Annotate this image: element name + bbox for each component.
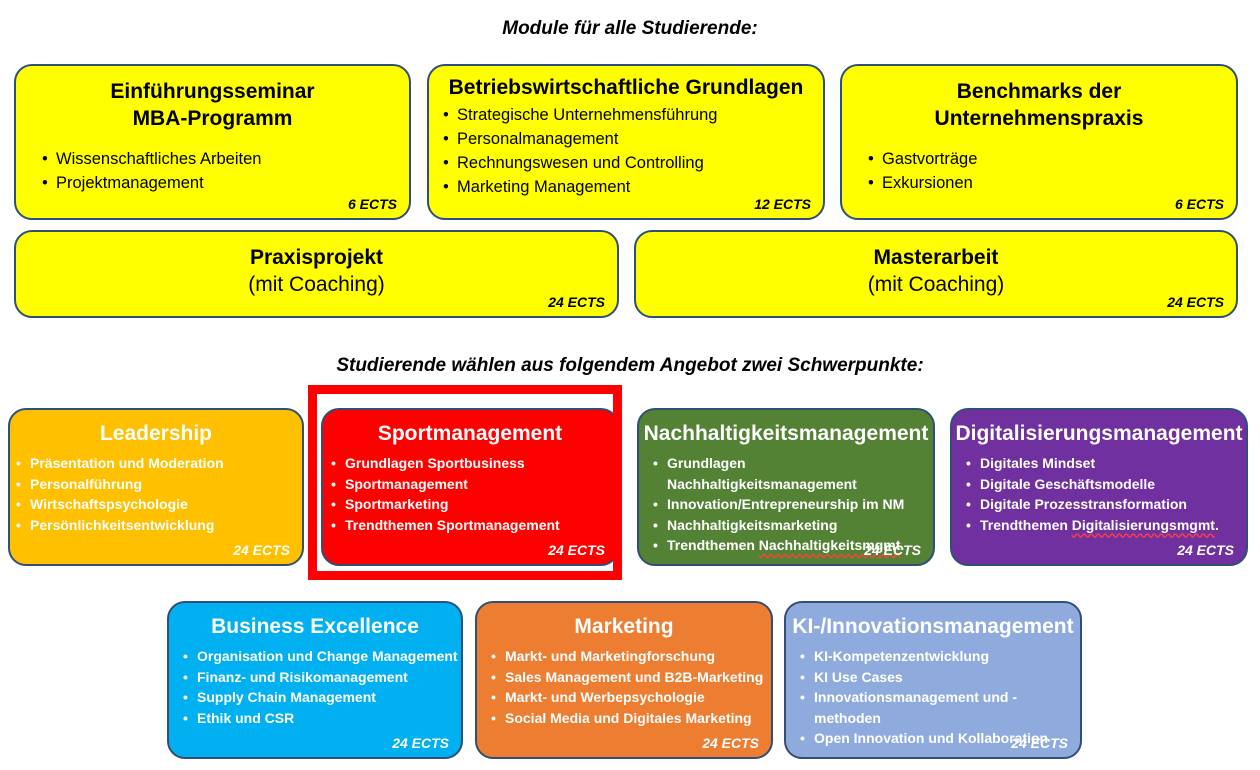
list-item: Trendthemen Nachhaltigkeitsmgmt. [649,535,933,556]
module-title: Nachhaltigkeitsmanagement [643,422,929,445]
module-title: Leadership [99,422,213,445]
list-item: KI Use Cases [796,667,1080,688]
ects-label: 24 ECTS [1167,294,1224,310]
module-benchmarks: Benchmarks der Unternehmenspraxis Gastvo… [840,64,1238,220]
module-masterarbeit: Masterarbeit (mit Coaching) 24 ECTS [634,230,1238,318]
spellcheck-word: Digitalisierungsmgmt [1071,516,1215,533]
focus-digitalisierungsmanagement: Digitalisierungsmanagement Digitales Min… [950,408,1248,566]
list-item: Grundlagen Nachhaltigkeitsmanagement [649,453,933,494]
module-item-list: Organisation und Change Management Finan… [179,646,461,728]
list-item: Strategische Unternehmensführung [439,103,823,127]
module-title: Benchmarks der Unternehmenspraxis [934,80,1144,131]
list-item: Gastvorträge [864,147,1236,171]
focus-modules-heading: Studierende wählen aus folgendem Angebot… [336,355,924,376]
list-item: Personalführung [12,474,302,495]
module-title: Marketing [574,615,674,638]
list-item: Marketing Management [439,175,823,199]
module-item-list: Grundlagen Sportbusiness Sportmanagement… [327,453,617,535]
focus-nachhaltigkeitsmanagement: Nachhaltigkeitsmanagement Grundlagen Nac… [637,408,935,566]
list-item: Digitale Geschäftsmodelle [962,474,1246,495]
list-item: Wissenschaftliches Arbeiten [38,147,409,171]
list-item: Persönlichkeitsentwicklung [12,515,302,536]
module-subtitle: (mit Coaching) [867,273,1005,297]
module-item-list: Digitales Mindset Digitale Geschäftsmode… [962,453,1246,535]
module-item-list: Gastvorträge Exkursionen [864,147,1236,195]
ects-label: 24 ECTS [233,542,290,558]
list-item: Sales Management und B2B-Marketing [487,667,771,688]
list-item: Ethik und CSR [179,708,461,729]
list-item: Markt- und Werbepsychologie [487,687,771,708]
list-item: Personalmanagement [439,127,823,151]
core-modules-heading: Module für alle Studierende: [502,18,758,39]
ects-label: 24 ECTS [548,542,605,558]
ects-label: 24 ECTS [702,735,759,751]
ects-label: 24 ECTS [1177,542,1234,558]
ects-label: 12 ECTS [754,196,811,212]
module-title: Digitalisierungsmanagement [955,422,1243,445]
list-item: Sportmanagement [327,474,617,495]
module-title: Praxisprojekt [249,246,384,269]
module-praxisprojekt: Praxisprojekt (mit Coaching) 24 ECTS [14,230,619,318]
list-item: Wirtschaftspsychologie [12,494,302,515]
focus-business-excellence: Business Excellence Organisation und Cha… [167,601,463,759]
list-item: Innovationsmanagement und -methoden [796,687,1080,728]
list-item: Rechnungswesen und Controlling [439,151,823,175]
module-title: KI-/Innovationsmanagement [792,615,1074,638]
list-item: Trendthemen Digitalisierungsmgmt. [962,515,1246,536]
list-item: Digitales Mindset [962,453,1246,474]
list-item: Markt- und Marketingforschung [487,646,771,667]
list-item: Supply Chain Management [179,687,461,708]
module-title: Sportmanagement [377,422,563,445]
list-item: Finanz- und Risikomanagement [179,667,461,688]
module-title: Einführungsseminar MBA-Programm [110,80,315,131]
ects-label: 6 ECTS [347,196,397,212]
highlight-frame [308,385,622,580]
ects-label: 6 ECTS [1174,196,1224,212]
module-intro-seminar: Einführungsseminar MBA-Programm Wissensc… [14,64,411,220]
module-subtitle: (mit Coaching) [248,273,385,297]
module-item-list: Grundlagen Nachhaltigkeitsmanagement Inn… [649,453,933,556]
module-item-list: Wissenschaftliches Arbeiten Projektmanag… [38,147,409,195]
list-item: Exkursionen [864,171,1236,195]
ects-label: 24 ECTS [548,294,605,310]
list-item: KI-Kompetenzentwicklung [796,646,1080,667]
list-item: Digitale Prozesstransformation [962,494,1246,515]
ects-label: 24 ECTS [392,735,449,751]
list-item: Nachhaltigkeitsmarketing [649,515,933,536]
spellcheck-word: Nachhaltigkeitsmgmt [758,537,901,554]
module-bwl-basics: Betriebswirtschaftliche Grundlagen Strat… [427,64,825,220]
module-title: Masterarbeit [873,246,999,269]
focus-leadership: Leadership Präsentation und Moderation P… [8,408,304,566]
list-item: Open Innovation und Kollaboration [796,728,1080,749]
module-item-list: Strategische Unternehmensführung Persona… [439,103,823,199]
list-item: Sportmarketing [327,494,617,515]
module-title: Betriebswirtschaftliche Grundlagen [448,76,804,99]
module-item-list: Präsentation und Moderation Personalführ… [12,453,302,535]
focus-ki-innovationsmanagement: KI-/Innovationsmanagement KI-Kompetenzen… [784,601,1082,759]
ects-label: 24 ECTS [1011,735,1068,751]
focus-marketing: Marketing Markt- und Marketingforschung … [475,601,773,759]
ects-label: 24 ECTS [864,542,921,558]
list-item: Grundlagen Sportbusiness [327,453,617,474]
module-title: Business Excellence [211,615,419,638]
module-item-list: KI-Kompetenzentwicklung KI Use Cases Inn… [796,646,1080,749]
list-item: Innovation/Entrepreneurship im NM [649,494,933,515]
list-item: Projektmanagement [38,171,409,195]
module-item-list: Markt- und Marketingforschung Sales Mana… [487,646,771,728]
list-item: Präsentation und Moderation [12,453,302,474]
list-item: Trendthemen Sportmanagement [327,515,617,536]
list-item: Organisation und Change Management [179,646,461,667]
focus-sportmanagement: Sportmanagement Grundlagen Sportbusiness… [321,408,619,566]
list-item: Social Media und Digitales Marketing [487,708,771,729]
